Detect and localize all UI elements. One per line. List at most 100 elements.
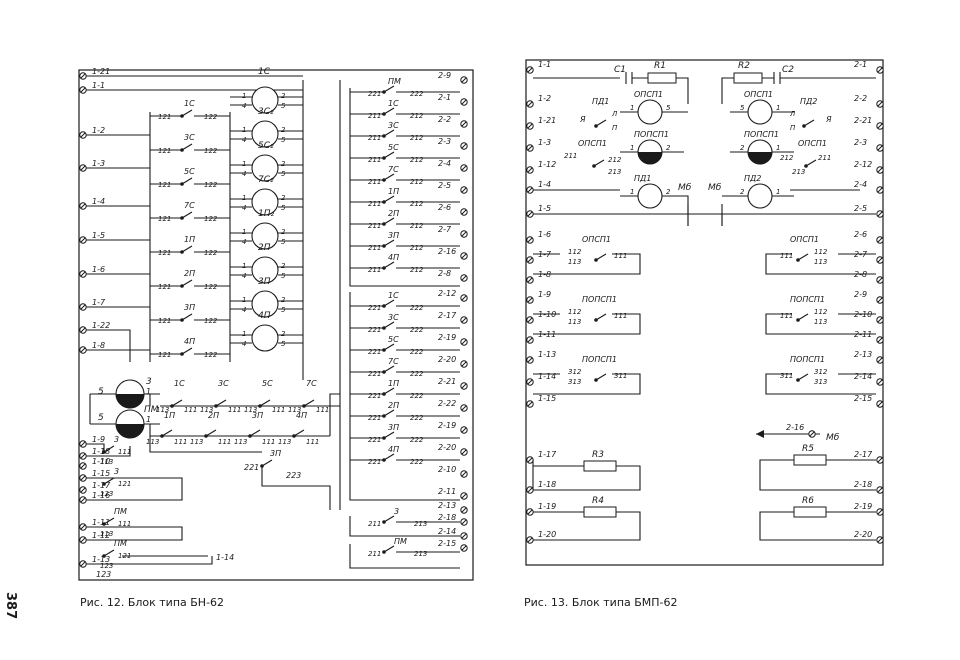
right-top-contact-name: 5С [388,143,399,152]
right-bot-contact-name: 2П [388,401,399,410]
f12-right-terminal [460,120,468,128]
relay-coil [251,86,279,114]
opsp1-contact-r [805,159,817,167]
f13-right-terminal-slash [877,187,883,193]
coil-pin-left: 1 [630,144,634,152]
f13-right-terminal [876,336,884,344]
resistor [583,460,617,472]
relay-pin-1: 1 [242,228,246,236]
f12-right-terminal [460,470,468,478]
c1-r1-wires [533,72,689,104]
block-left-contact [595,373,607,381]
relay-pin-2: 2 [281,126,286,134]
bottom-contact-name: ПМ [114,539,127,548]
chain-top-label: 3С [218,379,229,388]
f12-left-terminal-label: 1-8 [92,341,105,350]
f13-right-terminal [876,378,884,386]
right-special-a: 211 [368,550,381,558]
f13-left-terminal-label: 1-9 [538,290,551,299]
f12-left-terminal [79,462,87,470]
relay-contact [181,143,193,151]
f12-right-terminal-slash [461,295,467,301]
coil-pin-left: 2 [740,144,745,152]
f12-left-terminal [79,496,87,504]
chain-bot-contact [161,429,173,437]
f13-right-terminal-label: 2-6 [854,230,867,239]
f13-left-terminal-label: 1-15 [538,394,556,403]
block-right-c: 111 [780,252,793,260]
right-bot-b: 222 [410,326,424,334]
f12-left-wires [86,75,303,362]
f13-right-terminal-label: 2-20 [854,530,872,539]
f13-right-terminal-slash [877,145,883,151]
f13-left-terminal-label: 1-18 [538,480,556,489]
f12-left-terminal [79,131,87,139]
f13-left-terminal-slash [527,337,533,343]
block-right-contact [797,373,809,381]
right-top-a: 221 [368,90,381,98]
block-right-contact [797,313,809,321]
right-top-b: 212 [410,200,424,208]
right-bot-b: 222 [410,414,424,422]
pd2-contact-label: ПД2 [800,97,817,106]
f13-left-terminal [526,378,534,386]
right-bot-b: 222 [410,436,424,444]
coil-bus [533,111,876,226]
coil-fill [638,152,662,164]
f13-right-terminal-slash [877,537,883,543]
relay-wires [230,96,303,106]
right-special-a: 211 [368,520,381,528]
f12-left-terminal-label: 1-4 [92,197,105,206]
f12-right-terminal [460,338,468,346]
coil-pin-right: 1 [776,144,780,152]
resistor-r1 [647,72,677,84]
f13-left-terminal-slash [527,457,533,463]
figure-13-bmp62-block: 1-11-21-211-31-121-41-51-61-71-81-91-101… [525,59,884,566]
right-top-contact [383,151,395,159]
f13-left-terminal [526,400,534,408]
contact-121: 121 [158,181,171,189]
resistor-label: R3 [592,450,604,460]
relay-pin-4: 4 [242,170,246,178]
f13-right-terminal [876,256,884,264]
bottom-contact-name: 3 [114,435,119,444]
relay-pin-5: 5 [281,102,286,110]
f13-right-terminal-slash [877,237,883,243]
bottom-wires [86,443,213,565]
f13-right-terminal-slash [877,101,883,107]
f12-left-terminal [79,236,87,244]
contact-122: 122 [204,283,218,291]
f13-left-terminal-slash [527,257,533,263]
right-bot-contact-name: 5С [388,335,399,344]
f13-right-terminal [876,456,884,464]
f13-right-terminal-slash [877,167,883,173]
block-left-contact-dot [594,258,598,262]
chain-num-113: 113 [278,438,291,446]
f12-left-terminal-slash [80,237,86,243]
block-left-wires [533,373,641,395]
opsp1-213-l: 213 [608,168,621,176]
fig12-lamps: 5 5 3 1 ПМ 1 [89,377,160,439]
f13-right-terminal-slash [877,457,883,463]
term-2-16-slash [809,431,815,437]
relay-pin-1: 1 [242,194,246,202]
relay-wires [230,266,303,276]
f13-right-terminal-slash [877,357,883,363]
mb-right: Мб [708,183,722,193]
f13-left-terminal [526,356,534,364]
coil-name: ПОПСП1 [634,130,669,139]
right-bot-a: 221 [368,348,381,356]
f13-right-terminal-label: 2-13 [854,350,872,359]
f12-right-terminal-label: 2-1 [438,93,451,102]
relay-contact [181,347,193,355]
opsp1-contact-l-dot [592,164,596,168]
contact-122: 122 [204,249,218,257]
right-bot-contact-name: 3С [388,313,399,322]
relay-coil-name: 7С₂ [258,175,274,185]
f13-left-terminal-slash [527,487,533,493]
f13-left-terminal-label: 1-19 [538,502,556,511]
contact-121: 121 [158,283,171,291]
f12-right-terminal-slash [461,143,467,149]
f12-left-terminal-slash [80,73,86,79]
